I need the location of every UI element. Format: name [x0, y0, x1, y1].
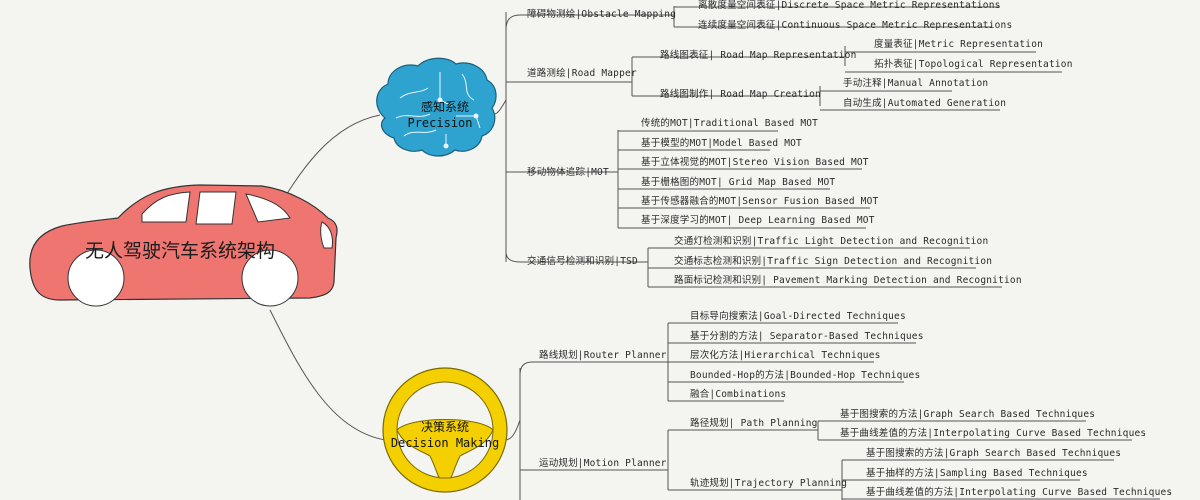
decision-title-en: Decision Making	[390, 436, 500, 450]
leaf-discrete-space[interactable]: 离散度量空间表征|Discrete Space Metric Represent…	[698, 0, 1001, 11]
branch-router-planner[interactable]: 路线规划|Router Planner	[539, 350, 667, 361]
node-road-map-representation[interactable]: 路线图表征| Road Map Representation	[660, 50, 857, 61]
node-trajectory-planning[interactable]: 轨迹规划|Trajectory Planning	[690, 478, 848, 489]
leaf-goal-directed[interactable]: 目标导向搜索法|Goal-Directed Techniques	[690, 311, 906, 322]
leaf-manual-annotation[interactable]: 手动注释|Manual Annotation	[843, 78, 989, 89]
steering-wheel-icon	[382, 367, 508, 493]
connector-lines	[269, 6, 1160, 500]
leaf-automated-generation[interactable]: 自动生成|Automated Generation	[843, 98, 1007, 109]
leaf-model-mot[interactable]: 基于模型的MOT|Model Based MOT	[641, 138, 802, 149]
leaf-grid-map-mot[interactable]: 基于栅格图的MOT| Grid Map Based MOT	[641, 177, 836, 188]
leaf-stereo-vision-mot[interactable]: 基于立体视觉的MOT|Stereo Vision Based MOT	[641, 157, 869, 168]
perception-title-cn: 感知系统	[420, 100, 469, 114]
branch-road-mapper[interactable]: 道路测绘|Road Mapper	[527, 68, 637, 79]
leaf-sensor-fusion-mot[interactable]: 基于传感器融合的MOT|Sensor Fusion Based MOT	[641, 196, 879, 207]
decision-title-cn: 决策系统	[420, 420, 469, 434]
leaf-trajectory-sampling[interactable]: 基于抽样的方法|Sampling Based Techniques	[866, 468, 1088, 479]
leaf-continuous-space[interactable]: 连续度量空间表征|Continuous Space Metric Represe…	[698, 20, 1013, 31]
branch-mot[interactable]: 移动物体追踪|MOT	[527, 167, 609, 178]
leaf-trajectory-graph-search[interactable]: 基于图搜索的方法|Graph Search Based Techniques	[866, 448, 1122, 459]
leaf-path-interpolating-curve[interactable]: 基于曲线差值的方法|Interpolating Curve Based Tech…	[840, 428, 1147, 439]
leaf-separator-based[interactable]: 基于分割的方法| Separator-Based Techniques	[690, 331, 924, 342]
leaf-bounded-hop[interactable]: Bounded-Hop的方法|Bounded-Hop Techniques	[690, 370, 921, 381]
leaf-metric-representation[interactable]: 度量表征|Metric Representation	[874, 39, 1044, 50]
branch-obstacle-mapping[interactable]: 障碍物测绘|Obstacle Mapping	[527, 9, 677, 20]
leaf-hierarchical[interactable]: 层次化方法|Hierarchical Techniques	[690, 350, 881, 361]
leaf-traditional-mot[interactable]: 传统的MOT|Traditional Based MOT	[641, 118, 819, 129]
root-title: 无人驾驶汽车系统架构	[84, 240, 275, 262]
leaf-topological-representation[interactable]: 拓扑表征|Topological Representation	[874, 59, 1073, 70]
leaf-path-graph-search[interactable]: 基于图搜索的方法|Graph Search Based Techniques	[840, 409, 1096, 420]
leaf-trajectory-interpolating-curve[interactable]: 基于曲线差值的方法|Interpolating Curve Based Tech…	[866, 487, 1173, 498]
brain-icon	[376, 57, 497, 157]
leaf-combinations[interactable]: 融合|Combinations	[690, 389, 787, 400]
perception-title-en: Precision	[407, 116, 473, 130]
car-icon	[29, 184, 338, 307]
branch-tsd[interactable]: 交通信号检测和识别|TSD	[527, 256, 638, 267]
leaf-deep-learning-mot[interactable]: 基于深度学习的MOT| Deep Learning Based MOT	[641, 215, 875, 226]
leaf-traffic-light[interactable]: 交通灯检测和识别|Traffic Light Detection and Rec…	[674, 236, 989, 247]
leaf-pavement-marking[interactable]: 路面标记检测和识别| Pavement Marking Detection an…	[674, 275, 1022, 286]
node-road-map-creation[interactable]: 路线图制作| Road Map Creation	[660, 89, 821, 100]
node-path-planning[interactable]: 路径规划| Path Planning	[690, 418, 818, 429]
leaf-traffic-sign[interactable]: 交通标志检测和识别|Traffic Sign Detection and Rec…	[674, 256, 993, 267]
branch-motion-planner[interactable]: 运动规划|Motion Planner	[539, 458, 667, 469]
